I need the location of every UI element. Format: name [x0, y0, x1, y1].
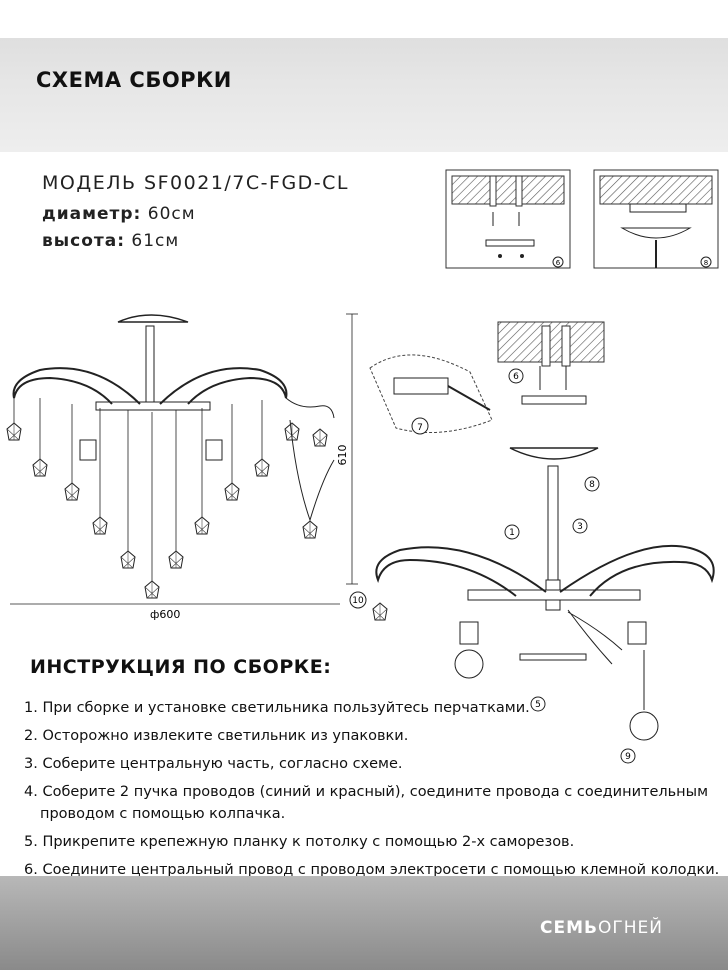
diameter-label: диаметр: [42, 204, 142, 224]
callout-7: 7 [417, 423, 423, 433]
height-spec: высота: 61см [42, 231, 179, 251]
brand-logo: СЕМЬОГНЕЙ [540, 918, 663, 938]
detail-b-label: 8 [704, 259, 708, 267]
instruction-step: 1. При сборке и установке светильника по… [24, 700, 530, 716]
diameter-spec: диаметр: 60см [42, 204, 196, 224]
callout-9: 9 [625, 752, 631, 762]
exploded-view: 7 6 8 1 3 5 9 10 [349, 321, 715, 764]
callout-3: 3 [577, 522, 583, 532]
callout-6: 6 [513, 372, 519, 382]
height-value: 61см [131, 231, 180, 251]
callout-1: 1 [509, 528, 515, 538]
callout-5: 5 [535, 700, 541, 710]
model-name: МОДЕЛЬ SF0021/7C-FGD-CL [42, 172, 350, 194]
callout-10: 10 [352, 596, 364, 606]
height-dimension: 610 [336, 445, 349, 466]
width-dimension: ф600 [150, 608, 180, 621]
instruction-step: 3. Соберите центральную часть, согласно … [24, 756, 403, 772]
instruction-step: 2. Осторожно извлеките светильник из упа… [24, 728, 409, 744]
chandelier-front-view: 610 ф600 [6, 313, 358, 621]
detail-canopy-mount: 8 [593, 169, 719, 269]
instruction-step: 4. Соберите 2 пучка проводов (синий и кр… [24, 784, 709, 800]
brand-light: ОГНЕЙ [597, 918, 663, 938]
page-title: СХЕМА СБОРКИ [36, 68, 232, 92]
instruction-step-continued: проводом с помощью колпачка. [40, 806, 286, 822]
instruction-step: 5. Прикрепите крепежную планку к потолку… [24, 834, 575, 850]
detail-a-label: 6 [556, 259, 561, 267]
footer-band [0, 876, 728, 970]
header-top-margin [0, 0, 728, 38]
instructions-title: ИНСТРУКЦИЯ ПО СБОРКЕ: [30, 656, 332, 678]
callout-8: 8 [589, 480, 595, 490]
brand-bold: СЕМЬ [540, 918, 598, 938]
diameter-value: 60см [147, 204, 196, 224]
detail-ceiling-bracket: 6 [445, 169, 571, 269]
instruction-step: 6. Соедините центральный провод с провод… [24, 862, 720, 878]
height-label: высота: [42, 231, 126, 251]
